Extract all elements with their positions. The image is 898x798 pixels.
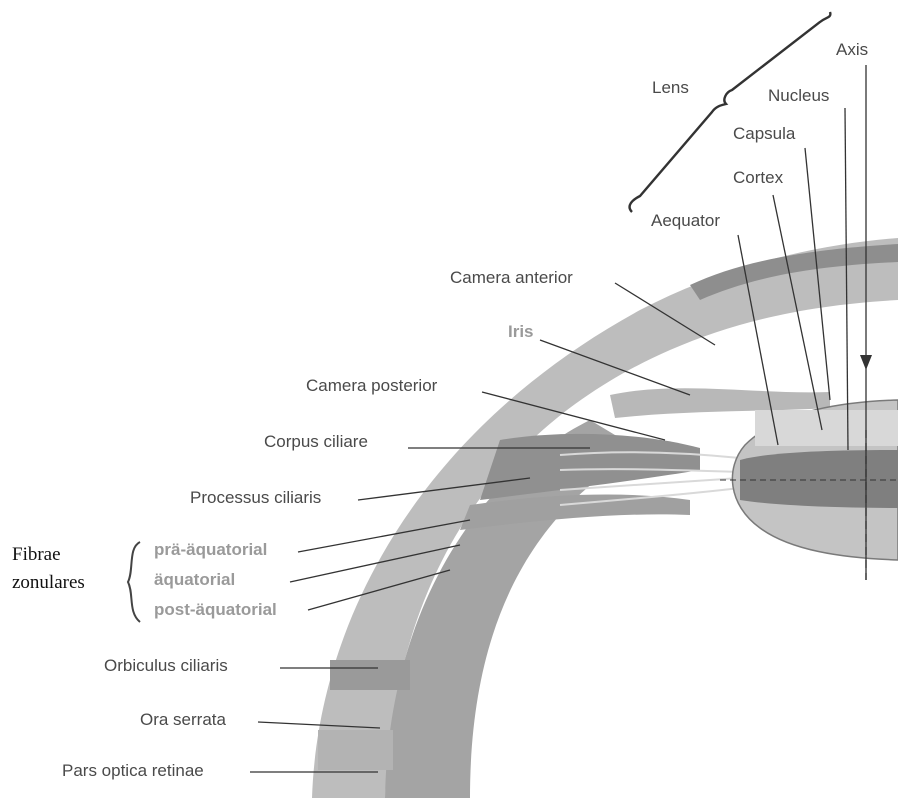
label-camera-posterior: Camera posterior	[306, 376, 437, 396]
label-lens: Lens	[652, 78, 689, 98]
label-processus-ciliaris: Processus ciliaris	[190, 488, 321, 508]
lens-cortex-area	[755, 410, 898, 446]
ciliary-body	[480, 434, 700, 500]
label-aequatorial: äquatorial	[154, 570, 235, 590]
label-axis: Axis	[836, 40, 868, 60]
label-iris: Iris	[508, 322, 534, 342]
label-pars-optica-retinae: Pars optica retinae	[62, 761, 204, 781]
axis-arrow-icon	[860, 355, 872, 370]
label-prae-aequatorial: prä-äquatorial	[154, 540, 267, 560]
label-nucleus: Nucleus	[768, 86, 829, 106]
fibrae-brace-icon	[128, 542, 140, 622]
label-corpus-ciliare: Corpus ciliare	[264, 432, 368, 452]
label-camera-anterior: Camera anterior	[450, 268, 573, 288]
label-post-aequatorial: post-äquatorial	[154, 600, 277, 620]
lens-nucleus-band	[740, 450, 898, 508]
lens-brace-icon	[630, 12, 831, 212]
orbiculus-shade	[330, 660, 410, 690]
label-capsula: Capsula	[733, 124, 795, 144]
label-cortex: Cortex	[733, 168, 783, 188]
label-ora-serrata: Ora serrata	[140, 710, 226, 730]
vitreous	[470, 536, 898, 798]
label-aequator: Aequator	[651, 211, 720, 231]
label-zonulares: zonulares	[12, 572, 85, 594]
ora-shade	[318, 730, 393, 770]
label-orbiculus-ciliaris: Orbiculus ciliaris	[104, 656, 228, 676]
label-fibrae: Fibrae	[12, 544, 61, 566]
